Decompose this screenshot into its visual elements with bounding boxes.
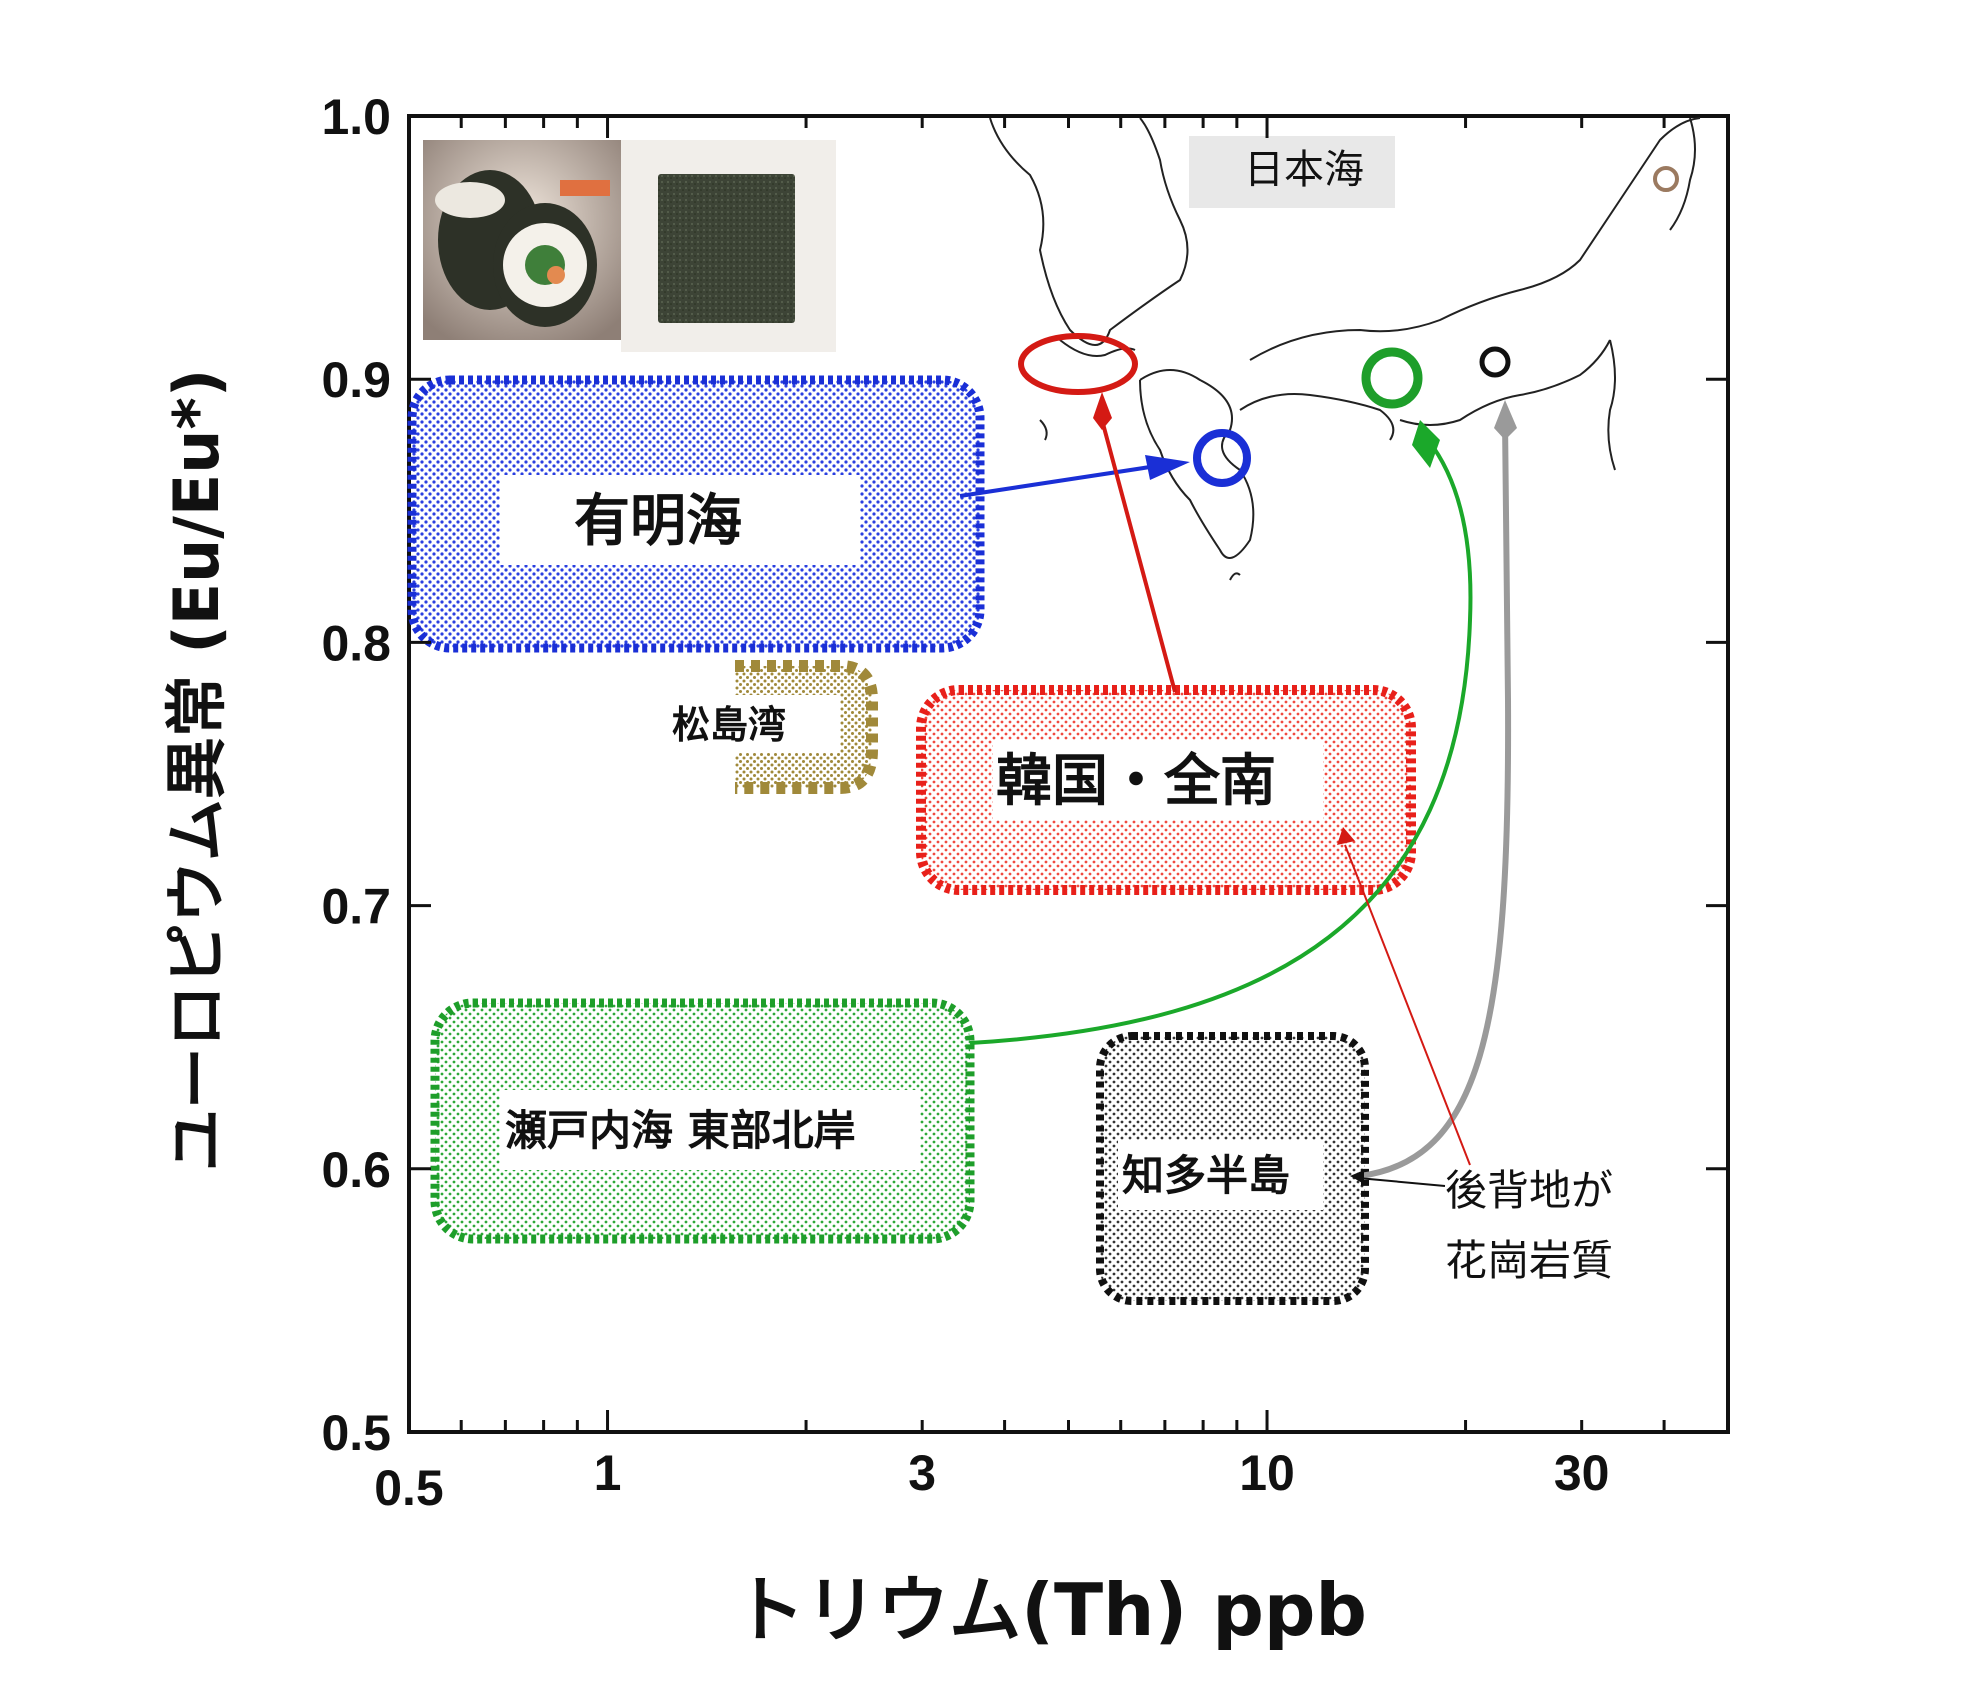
y-tick-label: 0.5 xyxy=(321,1405,391,1461)
y-tick-label: 0.7 xyxy=(321,879,391,935)
x-tick-label: 3 xyxy=(908,1445,936,1501)
annotation-line-2: 花崗岩質 xyxy=(1445,1236,1613,1285)
arrow-chita xyxy=(1359,400,1517,1179)
region-chita: 知多半島 xyxy=(1096,1032,1369,1305)
map-label-sea-of-japan: 日本海 xyxy=(1244,147,1364,193)
region-jeonnam: 韓国・全南 xyxy=(916,685,1416,895)
region-matsushima-label: 松島湾 xyxy=(672,703,786,747)
region-matsushima: 松島湾 xyxy=(670,660,878,794)
x-axis-title: トリウム(Th) ppb xyxy=(733,1568,1367,1652)
region-jeonnam-label: 韓国・全南 xyxy=(996,749,1276,814)
arrow-granite-note xyxy=(1337,827,1471,1187)
nori-sheet-photo xyxy=(621,140,836,352)
region-ariake: 有明海 xyxy=(407,375,985,653)
annotation-line-1: 後背地が xyxy=(1445,1166,1613,1215)
marker-matsushima xyxy=(1653,166,1679,192)
x-axis-ticks: 0.5 1 3 10 30 xyxy=(374,116,1730,1516)
y-axis-title: ユーロピウム異常 (Eu/Eu*) xyxy=(160,369,233,1171)
marker-jeonnam xyxy=(1018,333,1138,395)
x-tick-label: 0.5 xyxy=(374,1460,444,1516)
arrow-setonaikai xyxy=(969,420,1473,1045)
x-tick-label: 30 xyxy=(1554,1445,1610,1501)
region-setonaikai-label: 瀬戸内海 東部北岸 xyxy=(505,1106,856,1155)
arrow-jeonnam xyxy=(1093,392,1177,693)
y-tick-label: 0.6 xyxy=(321,1142,391,1198)
marker-chita xyxy=(1479,346,1511,378)
region-ariake-label: 有明海 xyxy=(574,489,742,554)
y-tick-label: 0.9 xyxy=(321,352,391,408)
marker-ariake xyxy=(1193,429,1251,487)
map-label-box xyxy=(1189,136,1395,208)
arrow-ariake xyxy=(959,455,1190,498)
x-tick-label: 10 xyxy=(1239,1445,1295,1501)
x-tick-label: 1 xyxy=(594,1445,622,1501)
y-tick-label: 0.8 xyxy=(321,615,391,671)
region-chita-label: 知多半島 xyxy=(1122,1151,1290,1200)
y-tick-label: 1.0 xyxy=(321,89,391,145)
marker-setonaikai xyxy=(1361,347,1423,409)
y-axis-ticks: 0.5 0.6 0.7 0.8 0.9 1.0 xyxy=(321,89,1728,1461)
region-setonaikai: 瀬戸内海 東部北岸 xyxy=(430,998,975,1244)
sushi-roll-photo xyxy=(423,140,621,340)
